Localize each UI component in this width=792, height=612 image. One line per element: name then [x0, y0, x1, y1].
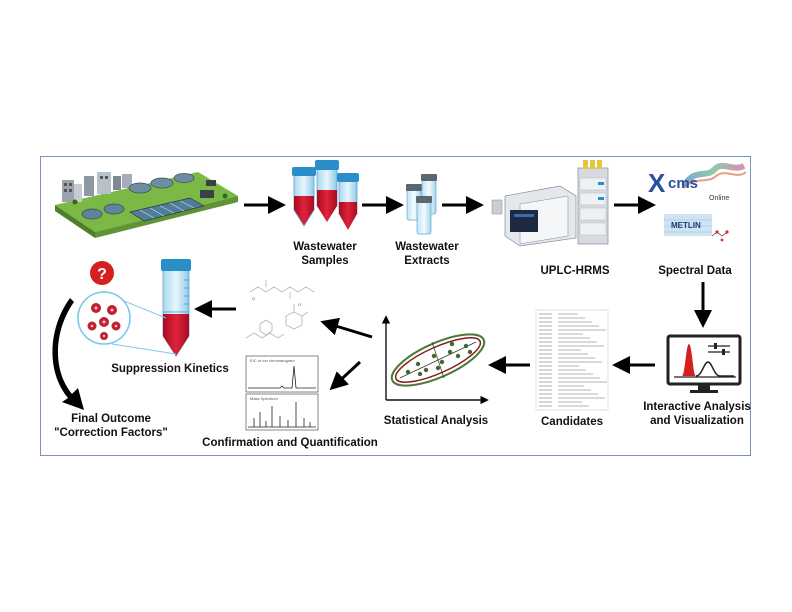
chromatogram-panels: EIC or ion chromatogram Mass Spectrum: [245, 355, 319, 431]
label-confirmation: Confirmation and Quantification: [202, 437, 378, 449]
statistical-analysis-plot: [381, 315, 489, 405]
svg-text:?: ?: [97, 266, 107, 283]
interactive-analysis-monitor: [666, 334, 742, 393]
label-final-outcome: Final Outcome "Correction Factors": [44, 412, 178, 440]
label-statistical-analysis: Statistical Analysis: [383, 415, 489, 427]
label-wastewater-extracts: Wastewater Extracts: [390, 240, 464, 268]
arrow-statistical-to-confirmation: [329, 360, 362, 391]
label-interactive-analysis: Interactive Analysis and Visualization: [636, 400, 758, 428]
label-spectral-data: Spectral Data: [658, 265, 732, 277]
label-uplc-hrms: UPLC-HRMS: [540, 265, 610, 277]
svg-text:O: O: [298, 302, 301, 307]
metlin-logo-text: METLIN: [671, 221, 701, 230]
curved-outcome-arrow: [52, 298, 84, 410]
label-wastewater-extracts-line2: Extracts: [404, 255, 450, 267]
chromatogram-title-top: EIC or ion chromatogram: [250, 358, 295, 363]
label-final-outcome-line2: "Correction Factors": [54, 427, 168, 439]
label-suppression-kinetics: Suppression Kinetics: [111, 363, 229, 375]
label-wastewater-samples: Wastewater Samples: [289, 240, 361, 268]
uplc-hrms-instrument: [491, 160, 609, 247]
metlin-logo: METLIN: [664, 214, 729, 242]
label-final-outcome-line1: Final Outcome: [71, 413, 151, 425]
workflow-arrows: [194, 196, 712, 391]
wastewater-sample-tubes: [292, 160, 359, 230]
suppression-kinetics-illustration: ?: [52, 259, 191, 410]
candidates-table: [535, 309, 609, 411]
label-wastewater-extracts-line1: Wastewater: [395, 241, 459, 253]
label-interactive-line1: Interactive Analysis: [643, 401, 751, 413]
xcms-logo-sub: Online: [709, 195, 729, 202]
question-badge: [90, 261, 114, 285]
label-wastewater-samples-line2: Samples: [301, 255, 349, 267]
label-candidates: Candidates: [541, 416, 603, 428]
xcms-logo: X cms Online: [648, 162, 747, 202]
chemical-structures: O O: [245, 280, 315, 339]
label-wastewater-samples-line1: Wastewater: [293, 241, 357, 253]
treatment-plant-illustration: [55, 172, 238, 238]
xcms-logo-x: X: [648, 168, 666, 198]
arrow-statistical-to-structures: [320, 317, 373, 339]
svg-text:O: O: [252, 296, 255, 301]
xcms-logo-text: cms: [668, 175, 698, 192]
chromatogram-title-bottom: Mass Spectrum: [250, 396, 278, 401]
label-interactive-line2: and Visualization: [650, 415, 744, 427]
wastewater-extract-vials: [406, 174, 437, 235]
